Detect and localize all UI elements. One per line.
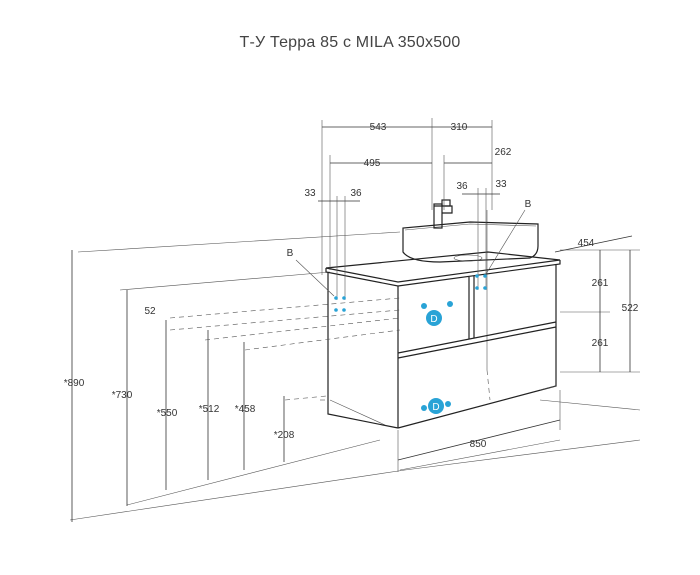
marker-b-right: B: [525, 199, 532, 210]
dim-850: 850: [470, 439, 487, 450]
dim-454: 454: [578, 238, 595, 249]
vanity-cabinet: [325, 251, 561, 429]
dim-52: 52: [144, 306, 156, 317]
height-550: *550: [157, 408, 178, 419]
dim-33-right: 33: [495, 179, 507, 190]
height-208: *208: [274, 430, 295, 441]
marker-d-lower: D: [432, 402, 439, 413]
width-dimension-lines: [318, 118, 633, 472]
dim-36-left: 36: [350, 188, 362, 199]
height-730: *730: [112, 390, 133, 401]
dim-261-bottom: 261: [592, 338, 609, 349]
faucet-icon: [433, 199, 453, 229]
washbasin: [402, 221, 539, 263]
dim-261-top: 261: [592, 278, 609, 289]
marker-b-left: B: [287, 248, 294, 259]
leader-b-right: [485, 209, 526, 275]
diagram-title: Т-У Терра 85 с MILA 350x500: [239, 34, 461, 51]
floor-projection-lines: [69, 210, 641, 521]
dim-495: 495: [364, 158, 381, 169]
dim-36-right: 36: [456, 181, 468, 192]
marker-d-upper: D: [430, 314, 437, 325]
connection-points: [334, 274, 487, 414]
height-dimension-lines: [71, 250, 401, 522]
dim-522: 522: [622, 303, 639, 314]
dim-33-left: 33: [304, 188, 316, 199]
height-512: *512: [199, 404, 220, 415]
leader-b-left: [295, 259, 335, 297]
height-890: *890: [64, 378, 85, 389]
dim-543: 543: [370, 122, 387, 133]
dim-310: 310: [451, 122, 468, 133]
dim-262: 262: [495, 147, 512, 158]
height-458: *458: [235, 404, 256, 415]
